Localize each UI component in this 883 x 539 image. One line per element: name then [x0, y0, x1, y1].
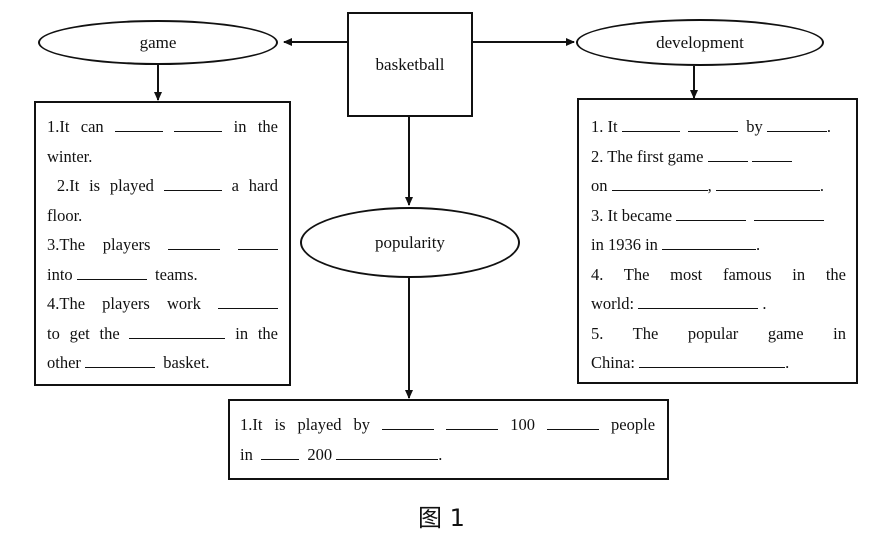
development-line-3: on , . [591, 175, 824, 195]
answer-blank [218, 293, 278, 309]
answer-blank [676, 205, 747, 221]
development-label: development [656, 32, 744, 52]
development-line-5: in 1936 in . [591, 234, 761, 254]
popularity-label: popularity [375, 232, 445, 252]
answer-blank [168, 234, 221, 250]
game-line-1: 1.It can in the [47, 116, 278, 136]
development-line-2: 2. The first game [591, 142, 846, 172]
game-line-9: other basket. [47, 352, 210, 372]
development-line-1: 1. It by . [591, 116, 831, 136]
answer-blank [261, 444, 300, 460]
answer-blank [751, 146, 792, 162]
development-line-4: 3. It became [591, 201, 846, 231]
development-box: 1. It by . 2. The first game on , . 3. I… [577, 98, 858, 384]
game-line-6: into teams. [47, 264, 198, 284]
answer-blank [766, 116, 827, 132]
answer-blank [129, 323, 226, 339]
development-line-8: 5. The popular game in [591, 323, 846, 343]
answer-blank [754, 205, 825, 221]
answer-blank [163, 175, 222, 191]
game-line-4: floor. [47, 205, 83, 225]
answer-blank [115, 116, 164, 132]
development-line-6: 4. The most famous in the [591, 264, 846, 284]
answer-blank [715, 175, 820, 191]
game-line-2: winter. [47, 146, 93, 166]
popularity-line-1: 1.It is played by 100 people [240, 414, 656, 434]
answer-blank [382, 414, 435, 430]
development-line-9: China: . [591, 352, 790, 372]
answer-blank [76, 264, 147, 280]
answer-blank [662, 234, 757, 250]
answer-blank [687, 116, 738, 132]
popularity-box: 1.It is played by 100 people in 200 . [228, 399, 669, 480]
game-line-8: to get the in the [47, 323, 279, 343]
answer-blank [547, 414, 599, 430]
answer-blank [85, 352, 156, 368]
answer-blank [621, 116, 680, 132]
popularity-line-2: in 200 . [240, 444, 443, 464]
answer-blank [174, 116, 223, 132]
basketball-label: basketball [375, 54, 445, 74]
game-label: game [139, 32, 177, 52]
game-line-5: 3.The players [47, 230, 279, 260]
figure-caption: 图 1 [418, 504, 465, 532]
game-line-3: 2.It is played a hard [56, 175, 279, 195]
answer-blank [639, 352, 786, 368]
answer-blank [238, 234, 279, 250]
answer-blank [638, 293, 759, 309]
game-node: game [38, 20, 278, 65]
basketball-node: basketball [347, 12, 473, 117]
game-box: 1.It can in the winter. 2.It is played a… [34, 101, 291, 386]
answer-blank [611, 175, 708, 191]
development-line-7: world: . [591, 293, 767, 313]
answer-blank [446, 414, 499, 430]
popularity-node: popularity [300, 207, 520, 278]
answer-blank [336, 444, 439, 460]
development-node: development [576, 19, 824, 66]
answer-blank [707, 146, 748, 162]
game-line-7: 4.The players work [47, 289, 278, 319]
